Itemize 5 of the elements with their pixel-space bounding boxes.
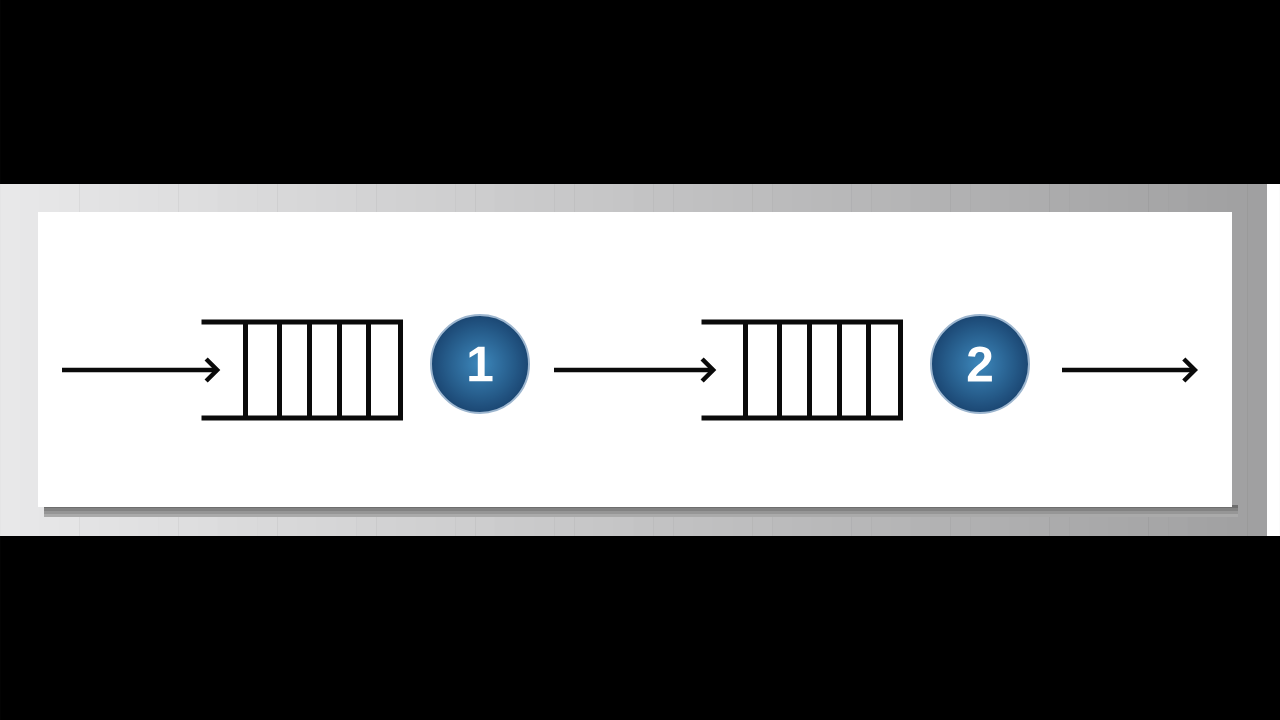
queue-box [201,319,403,421]
arrow [554,357,717,383]
queue-box [701,319,903,421]
arrow [62,357,221,383]
arrow [1062,357,1198,383]
